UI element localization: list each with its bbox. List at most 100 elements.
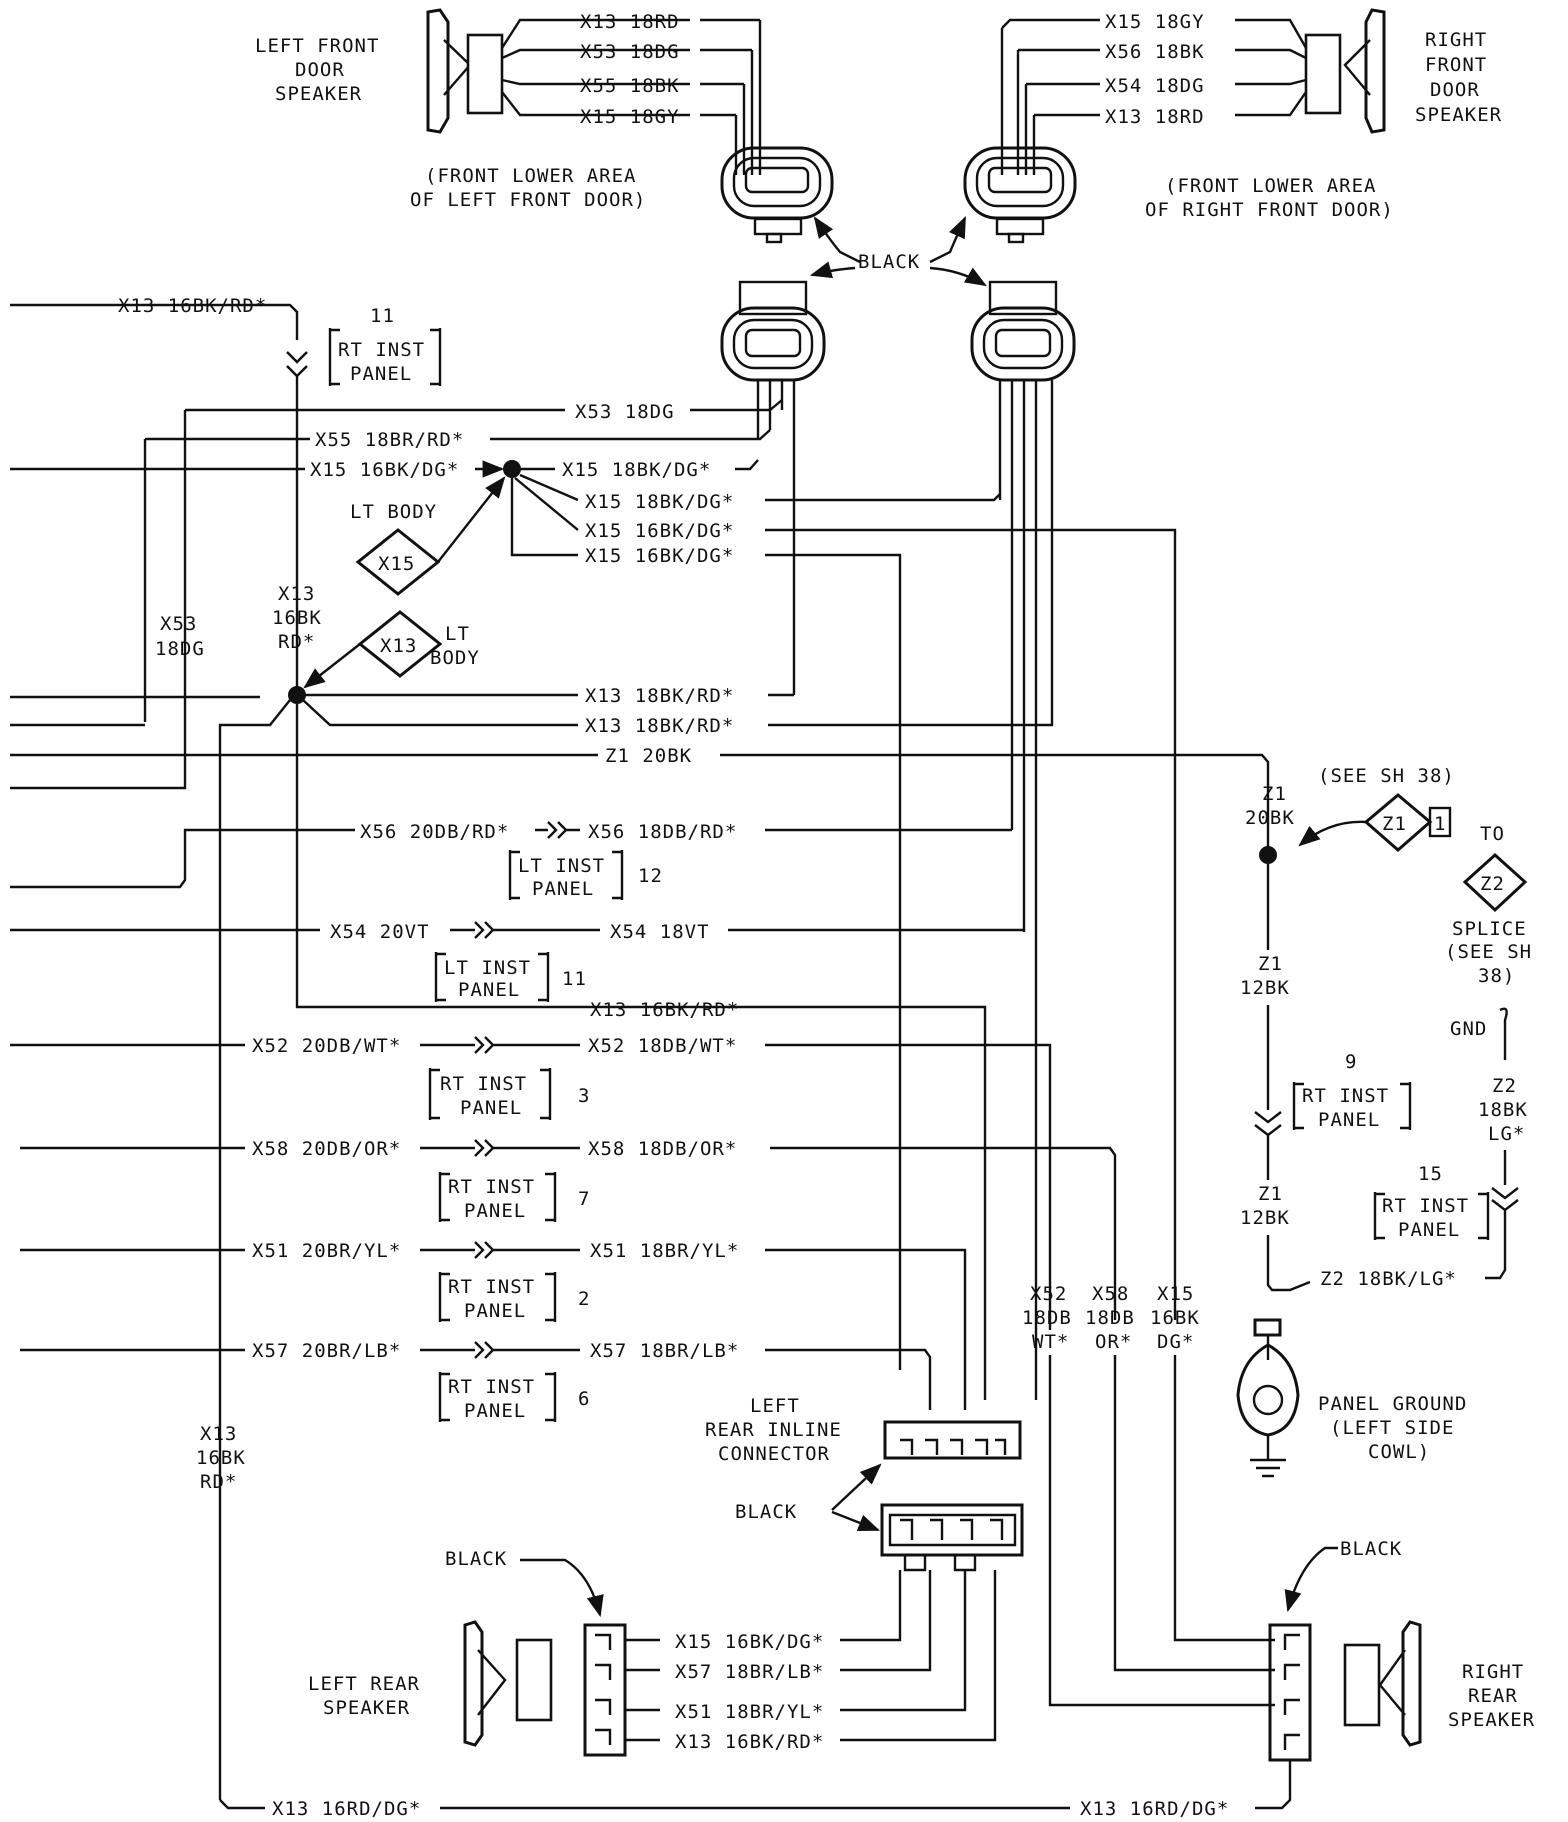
wire-x56-20: X56 20DB/RD*	[360, 821, 509, 843]
z1-12bk-a1: Z1	[1258, 953, 1283, 975]
rf-door-connector	[963, 18, 1100, 244]
left-rear-speaker	[463, 1620, 553, 1747]
splice-label-3: 38)	[1478, 965, 1515, 987]
rr-speaker-label-3: SPEAKER	[1448, 1709, 1535, 1731]
panel-rt-inst-2: RT INST PANEL 2	[438, 1272, 589, 1322]
right-front-door-speaker	[1235, 8, 1386, 134]
panel-title: RT INST	[338, 339, 425, 361]
panel-ground-label-1: PANEL GROUND	[1318, 1393, 1467, 1415]
rf-speaker-label-2: FRONT	[1425, 54, 1487, 76]
wire-x13-18bkrd-a: X13 18BK/RD*	[585, 685, 734, 707]
left-front-door-speaker	[426, 8, 690, 134]
rf-speaker-label-3: DOOR	[1430, 79, 1480, 101]
diamond-z2: Z2	[1462, 852, 1528, 913]
left-rear-connector	[583, 1623, 660, 1757]
wire-x52-v1: X52	[1030, 1283, 1067, 1305]
rr-speaker-label-1: RIGHT	[1462, 1661, 1524, 1683]
wire-x13-18bkrd-b: X13 18BK/RD*	[585, 715, 734, 737]
svg-text:RT INST: RT INST	[448, 1176, 535, 1198]
wire-x13b-v3: RD*	[200, 1471, 237, 1493]
wire-x15-16bkdg-left: X15 16BK/DG*	[310, 459, 459, 481]
wire-x54-20: X54 20VT	[330, 921, 430, 943]
z1-vertical-2: 20BK	[1245, 807, 1295, 829]
wire-x15-16bkdg-b: X15 16BK/DG*	[585, 545, 734, 567]
svg-text:PANEL: PANEL	[458, 979, 520, 1001]
svg-text:RT INST: RT INST	[1302, 1085, 1389, 1107]
wire-x58-v2: 18DB	[1085, 1307, 1135, 1329]
rf-wire-label-4: X13 18RD	[1105, 106, 1205, 128]
wire-x54-18: X54 18VT	[610, 921, 710, 943]
lr-wire-x51: X51 18BR/YL*	[675, 1701, 824, 1723]
panel-rt-inst-6: RT INST PANEL 6	[438, 1372, 590, 1422]
svg-text:3: 3	[578, 1085, 590, 1107]
rf-speaker-label-1: RIGHT	[1425, 29, 1487, 51]
svg-text:12: 12	[638, 865, 663, 887]
svg-text:PANEL: PANEL	[1398, 1219, 1460, 1241]
svg-text:PANEL: PANEL	[1318, 1109, 1380, 1131]
lr-inline-label-1: LEFT	[750, 1395, 800, 1417]
panel-lt-inst-11b: LT INST PANEL 11	[434, 952, 587, 1002]
panel-rt-inst-3: RT INST PANEL 3	[428, 1068, 590, 1120]
wire-x13-16bkrd-mid: X13 16BK/RD*	[590, 999, 739, 1021]
wire-x58-18: X58 18DB/OR*	[588, 1138, 737, 1160]
diamond-z1: Z1 1	[1363, 793, 1452, 852]
svg-text:9: 9	[1345, 1051, 1357, 1073]
panel-num: 11	[370, 305, 395, 327]
wire-x58-20: X58 20DB/OR*	[252, 1138, 401, 1160]
wire-x56-18: X56 18DB/RD*	[588, 821, 737, 843]
to-label: TO	[1480, 823, 1505, 845]
wire-x15-v2: 16BK	[1150, 1307, 1200, 1329]
lr-inline-label-3: CONNECTOR	[718, 1443, 830, 1465]
panel-rt-inst-11a: RT INST PANEL 11	[328, 305, 442, 386]
svg-text:LT INST: LT INST	[444, 957, 531, 979]
left-rear-inline-connector	[880, 1420, 1024, 1572]
wire-x58-v3: OR*	[1095, 1331, 1132, 1353]
diamond-x13: X13	[357, 610, 443, 678]
lr-wire-x13: X13 16BK/RD*	[675, 1731, 824, 1753]
wire-x53-v1: X53	[160, 613, 197, 635]
lt-body-label-b2: BODY	[430, 647, 480, 669]
svg-text:Z2: Z2	[1480, 873, 1505, 895]
black-label-mid: BLACK	[735, 1501, 797, 1523]
wire-z1-20bk: Z1 20BK	[605, 745, 692, 767]
svg-text:15: 15	[1418, 1163, 1443, 1185]
lf-wire-label-4: X15 18GY	[580, 106, 680, 128]
lr-speaker-label-2: SPEAKER	[323, 1697, 410, 1719]
wire-x53-v2: 18DG	[155, 638, 205, 660]
svg-text:RT INST: RT INST	[448, 1276, 535, 1298]
diamond-x15: X15	[355, 528, 441, 596]
wire-x53-18dg: X53 18DG	[575, 401, 675, 423]
right-rear-speaker	[1343, 1620, 1422, 1747]
lf-wire-label-1: X13 18RD	[580, 11, 680, 33]
wire-x55-18brrd: X55 18BR/RD*	[315, 429, 464, 451]
wire-x15-18bkdg-a: X15 18BK/DG*	[562, 459, 711, 481]
wire-x13-16bkrd-top: X13 16BK/RD*	[118, 295, 267, 317]
black-label-left: BLACK	[445, 1548, 507, 1570]
panel-rt-inst-7: RT INST PANEL 7	[438, 1172, 589, 1222]
lr-inline-label-2: REAR INLINE	[705, 1419, 842, 1441]
svg-text:PANEL: PANEL	[464, 1200, 526, 1222]
wire-z2-18bklg: Z2 18BK/LG*	[1320, 1268, 1457, 1290]
rf-mid-connector	[970, 280, 1076, 1400]
lr-wire-x57: X57 18BR/LB*	[675, 1661, 824, 1683]
z1-12bk-b1: Z1	[1258, 1183, 1283, 1205]
see-sh38-label: (SEE SH 38)	[1318, 765, 1455, 787]
svg-text:11: 11	[562, 968, 587, 990]
wire-x13-16rddg-left: X13 16RD/DG*	[272, 1798, 421, 1820]
lt-body-label-b1: LT	[445, 623, 470, 645]
wire-x51-18: X51 18BR/YL*	[590, 1240, 739, 1262]
lf-location-1: (FRONT LOWER AREA	[425, 165, 636, 187]
svg-text:PANEL: PANEL	[464, 1300, 526, 1322]
lf-mid-connector	[720, 280, 826, 695]
wire-x15-v3: DG*	[1157, 1331, 1194, 1353]
rr-speaker-label-2: REAR	[1468, 1685, 1518, 1707]
wire-x58-v1: X58	[1092, 1283, 1129, 1305]
rf-wire-label-3: X54 18DG	[1105, 75, 1205, 97]
z1-12bk-b2: 12BK	[1240, 1207, 1290, 1229]
svg-text:Z1: Z1	[1382, 813, 1407, 835]
lf-location-2: OF LEFT FRONT DOOR)	[410, 189, 646, 211]
svg-text:6: 6	[578, 1388, 590, 1410]
panel-ground-label-3: COWL)	[1368, 1441, 1430, 1463]
svg-text:RT INST: RT INST	[440, 1073, 527, 1095]
lf-wire-label-3: X55 18BK	[580, 75, 680, 97]
